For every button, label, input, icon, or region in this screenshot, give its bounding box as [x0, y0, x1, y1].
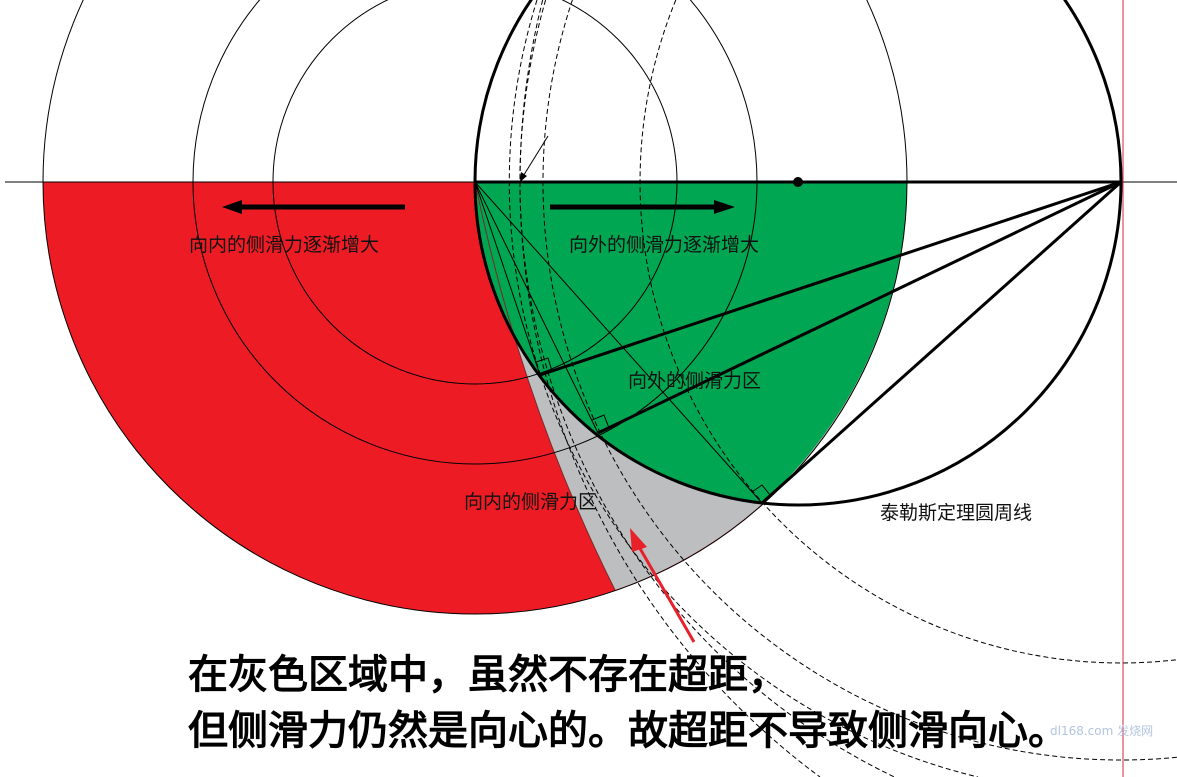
caption-line-1: 在灰色区域中，虽然不存在超距，	[188, 652, 788, 698]
radial-lines	[474, 181, 763, 504]
annotation-arrow-head	[630, 528, 647, 552]
right-angle-mark	[535, 357, 553, 372]
gray-boundary-curve	[474, 181, 616, 591]
outward-increase-label: 向外的侧滑力逐渐增大	[569, 234, 760, 256]
chords	[539, 180, 1122, 505]
dashed-arc	[542, 0, 1177, 761]
pointer-head	[520, 172, 527, 182]
chord	[597, 180, 1122, 435]
radial-line	[474, 181, 541, 376]
caption-line-2: 但侧滑力仍然是向心的。故超距不导致侧滑向心。	[188, 708, 1068, 754]
inward-zone-label: 向内的侧滑力区	[464, 491, 598, 513]
right-angle-mark	[751, 484, 771, 496]
right-angle-marks	[535, 357, 771, 496]
pointer-line	[521, 135, 549, 179]
outward-zone-label: 向外的侧滑力区	[628, 370, 762, 392]
thales-circle-label: 泰勒斯定理圆周线	[880, 502, 1033, 524]
outward-arrow-head	[714, 200, 735, 214]
annotation-arrow-shaft	[636, 544, 696, 643]
watermark: dl168.com 发烧网	[1050, 724, 1154, 738]
inward-arrow-head	[222, 200, 242, 214]
center-dot	[793, 177, 803, 187]
chord	[761, 180, 1122, 505]
right-angle-mark	[591, 414, 610, 429]
inward-increase-label: 向内的侧滑力逐渐增大	[189, 234, 380, 256]
dashed-arc	[519, 0, 821, 777]
radial-line	[474, 181, 763, 504]
radial-line	[474, 181, 599, 434]
dashed-arc	[639, 0, 1177, 664]
dashed-arc	[508, 0, 979, 777]
chord	[539, 180, 1122, 377]
dashed-circles	[508, 0, 1177, 777]
